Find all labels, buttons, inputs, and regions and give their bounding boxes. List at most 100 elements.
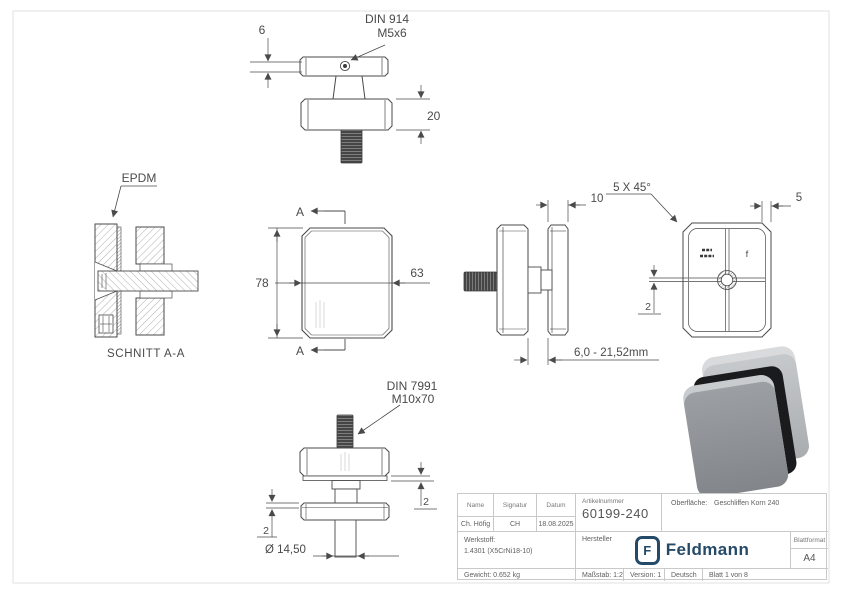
dim-6-text: 6 xyxy=(259,23,266,37)
name-label: Name xyxy=(458,494,494,517)
body-bottom xyxy=(299,447,390,477)
leader-din7991 xyxy=(357,404,401,435)
format-value: A4 xyxy=(791,549,828,569)
view-back xyxy=(638,201,791,338)
dim-10-text: 10 xyxy=(591,193,604,205)
scale-cell: Maßstab: 1:2 xyxy=(576,569,624,581)
manufacturer-label: Hersteller xyxy=(582,536,612,543)
threaded-stud-side xyxy=(463,271,498,292)
front-face-outline xyxy=(301,227,393,339)
label-epdm: EPDM xyxy=(122,171,157,185)
chamfer-text: 5 X 45° xyxy=(613,182,651,194)
cut-letter-top: A xyxy=(296,205,304,219)
dim-10 xyxy=(536,200,586,222)
label-din-7991: DIN 7991 xyxy=(387,379,438,393)
format-label: Blattformat xyxy=(791,532,828,549)
manufacturer-cell: Hersteller F Feldmann xyxy=(576,532,791,569)
render-front-plate xyxy=(684,381,789,498)
dim-78-text: 78 xyxy=(255,276,269,290)
material-label: Werkstoff: xyxy=(464,537,496,544)
dim-20-text: 20 xyxy=(427,109,441,123)
dim-5-text: 5 xyxy=(796,192,802,204)
logo-wordmark: Feldmann xyxy=(665,540,750,559)
surface-value: Geschliffen Korn 240 xyxy=(714,500,780,507)
back-plate-side xyxy=(547,224,569,336)
cut-line-a-top xyxy=(310,207,346,224)
cut-letter-bottom: A xyxy=(296,344,304,358)
m10-stud xyxy=(336,414,354,449)
dim-20 xyxy=(396,85,430,144)
glass-range-text: 6,0 - 21,52mm xyxy=(574,347,648,359)
neck-step2 xyxy=(334,488,358,504)
dim-2-left xyxy=(257,489,299,538)
leader-din914 xyxy=(350,44,386,61)
dim-glass-range xyxy=(514,338,659,365)
collar-bottom xyxy=(139,290,173,299)
spacer-large xyxy=(527,266,542,294)
collar-top xyxy=(139,263,173,272)
back-face-outline xyxy=(682,222,772,338)
cut-line-a-bottom xyxy=(310,339,346,354)
feldmann-logo: F Feldmann xyxy=(576,532,790,568)
article-number: 60199-240 xyxy=(582,506,649,521)
spacer-small xyxy=(540,269,553,291)
surface-label: Oberfläche: xyxy=(671,500,708,507)
title-block: Name Signatur Datum Ch. Höfig CH 18.08.2… xyxy=(457,493,828,581)
chamfer-leader xyxy=(606,193,678,223)
logo-initial: F xyxy=(643,542,652,558)
view-front xyxy=(266,207,430,354)
stem xyxy=(334,519,357,558)
dim-78 xyxy=(268,227,303,339)
language-cell: Deutsch xyxy=(665,569,703,581)
dim-2-back xyxy=(638,265,688,315)
view-side xyxy=(463,193,678,365)
date-label: Datum xyxy=(537,494,576,517)
version-cell: Version: 1 xyxy=(624,569,665,581)
dim-63-text: 63 xyxy=(410,266,424,280)
label-m5x6: M5x6 xyxy=(377,26,407,40)
name-value: Ch. Höfig xyxy=(458,517,494,532)
article-label: Artikelnummer xyxy=(582,498,624,505)
part-3d-render xyxy=(683,346,809,498)
section-caption: SCHNITT A-A xyxy=(107,348,185,360)
glass-plate-lower xyxy=(135,297,165,336)
front-plate-side xyxy=(496,224,529,336)
neck-step1 xyxy=(331,480,361,490)
sheet-cell: Blatt 1 von 8 xyxy=(709,571,748,579)
dim-2-back-text: 2 xyxy=(645,301,651,313)
cap-plate xyxy=(299,56,389,77)
view-top xyxy=(250,38,430,164)
leader-epdm xyxy=(111,185,122,218)
article-cell: Artikelnummer 60199-240 xyxy=(576,494,662,532)
gasket-layer xyxy=(302,475,388,481)
format-a4: A4 xyxy=(803,553,816,564)
weight-cell: Gewicht: 0.652 kg xyxy=(458,569,576,581)
label-m10x70: M10x70 xyxy=(392,392,435,406)
dim-2-right xyxy=(391,462,437,510)
dim-5 xyxy=(750,201,791,222)
cap-plate-bottom xyxy=(300,502,390,521)
glass-plate-upper xyxy=(135,226,165,265)
signature-value: CH xyxy=(494,517,537,532)
surface-cell: Oberfläche: Geschliffen Korn 240 xyxy=(662,494,828,532)
sheet-border xyxy=(12,10,830,584)
dim-2-left-text: 2 xyxy=(263,525,269,537)
threaded-stud xyxy=(340,129,363,164)
bolt-section xyxy=(97,270,199,292)
material-value: 1.4301 (X5CrNi18-10) xyxy=(464,548,533,555)
neck xyxy=(332,75,366,100)
view-bottom xyxy=(257,404,437,560)
label-din-914: DIN 914 xyxy=(365,12,409,26)
date-value: 18.08.2025 xyxy=(537,517,576,532)
clamp-body xyxy=(300,98,393,131)
set-screw-hole xyxy=(339,60,351,72)
dim-2-right-text: 2 xyxy=(423,496,429,508)
material-cell: Werkstoff: 1.4301 (X5CrNi18-10) xyxy=(458,532,576,569)
view-section xyxy=(94,185,199,338)
signature-label: Signatur xyxy=(494,494,537,517)
dim-6 xyxy=(250,38,302,88)
brand-mark-f: f xyxy=(746,249,749,260)
diameter-text: Ø 14,50 xyxy=(265,544,306,556)
